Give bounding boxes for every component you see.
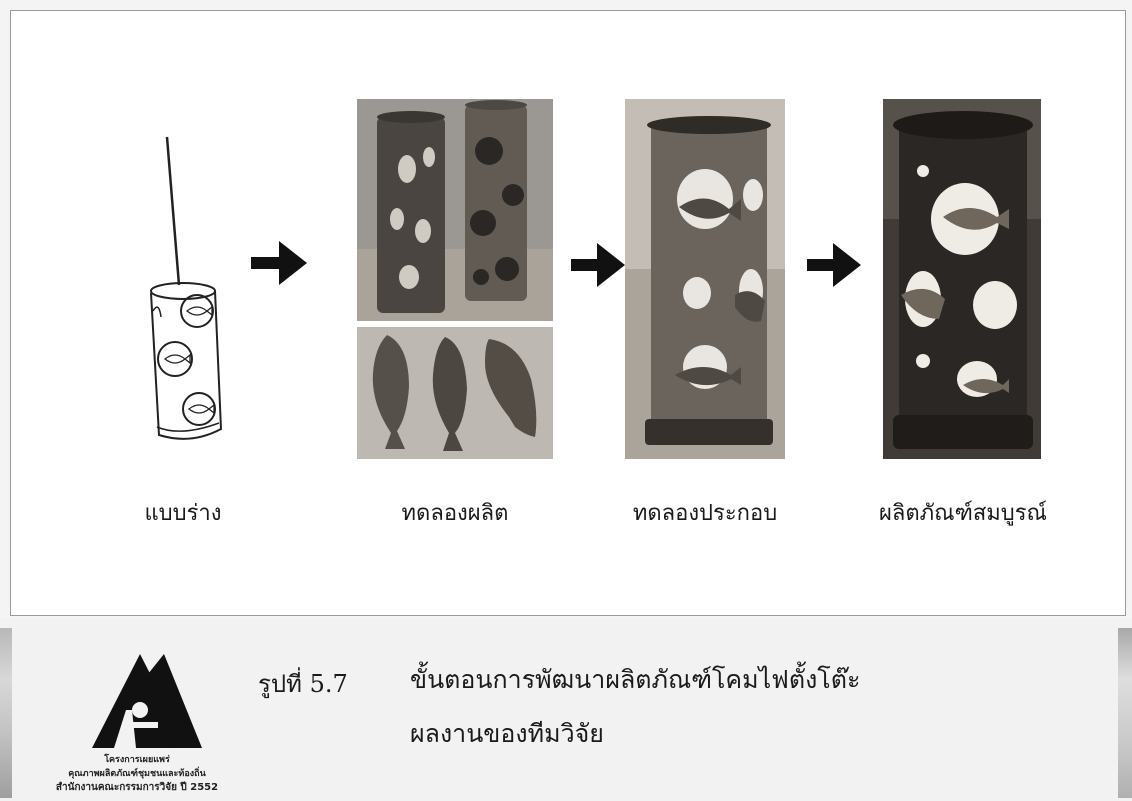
stage-label-trial-assembly: ทดลองประกอบ [632, 501, 778, 526]
figure-panel: แบบร่าง ทดลองผลิต ทดลองประกอบ ผลิตภัณฑ์ส… [10, 10, 1126, 616]
arrow-right-icon [571, 243, 625, 287]
scan-edge-left [0, 628, 12, 798]
arrow-right-icon [251, 241, 307, 285]
logo-text-line1: โครงการเผยแพร่ [104, 755, 170, 765]
stage-label-trial-production: ทดลองผลิต [401, 501, 509, 526]
figure-number: รูปที่ 5.7 [258, 670, 348, 698]
mountain-logo-icon [92, 654, 202, 748]
logo-text-line3: สำนักงานคณะกรรมการวิจัย ปี 2552 [55, 782, 219, 793]
trial-production-photo-fish [357, 327, 553, 459]
arrow-right-icon [807, 243, 861, 287]
caption-strip [0, 618, 1132, 801]
stage-label-sketch: แบบร่าง [144, 501, 222, 526]
figure-caption-line2: ผลงานของทีมวิจัย [410, 719, 604, 748]
figure-caption-line1: ขั้นตอนการพัฒนาผลิตภัณฑ์โคมไฟตั้งโต๊ะ [410, 665, 861, 694]
institution-logo: โครงการเผยแพร่ คุณภาพผลิตภัณฑ์ชุมชนและท้… [22, 648, 252, 796]
sketch-drawing [121, 135, 241, 445]
stage-label-finished-product: ผลิตภัณฑ์สมบูรณ์ [879, 501, 1047, 526]
logo-text-line2: คุณภาพผลิตภัณฑ์ชุมชนและท้องถิ่น [68, 769, 206, 779]
trial-assembly-photo [625, 99, 785, 459]
scan-edge-right [1118, 628, 1132, 798]
trial-production-photo-lamps [357, 99, 553, 321]
finished-product-photo [883, 99, 1041, 459]
